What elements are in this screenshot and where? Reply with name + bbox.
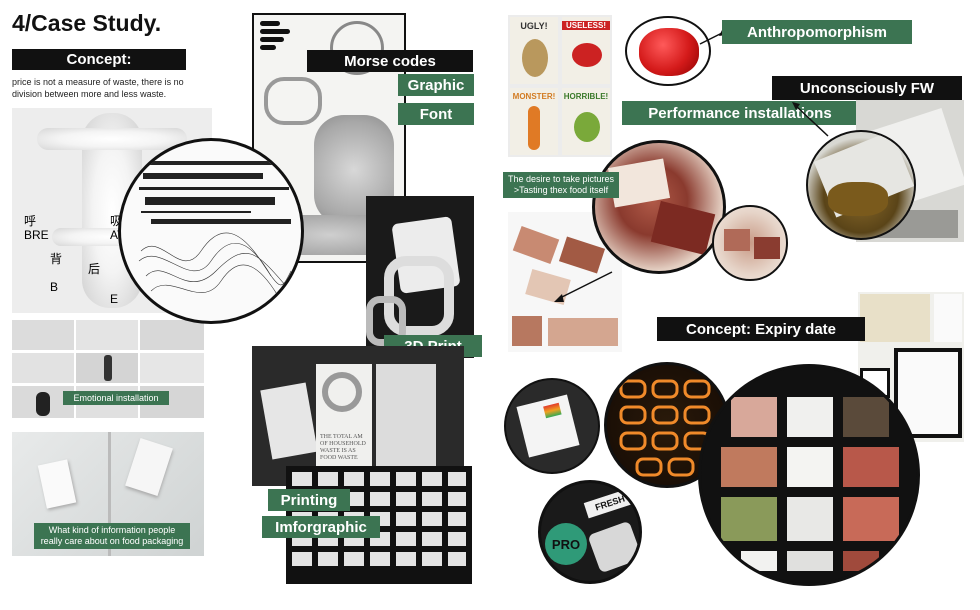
packaging-caption: What kind of information people really c… bbox=[34, 523, 190, 549]
expiry-label: Concept: Expiry date bbox=[657, 317, 865, 341]
box-circle bbox=[504, 378, 600, 474]
book-text: THE TOTAL AM OF HOUSEHOLD WASTE IS AS FO… bbox=[320, 434, 366, 461]
unconsciously-label: Unconsciously FW bbox=[772, 76, 962, 100]
glow-symbol-bar bbox=[37, 128, 187, 150]
page-title: 4/Case Study. bbox=[12, 10, 162, 36]
pepper-shape bbox=[574, 112, 600, 142]
panel-divider bbox=[108, 432, 111, 556]
knot-symbol bbox=[330, 21, 384, 75]
waveform-graphic bbox=[138, 161, 292, 302]
font-label: Font bbox=[398, 103, 474, 125]
installation-photo bbox=[140, 320, 204, 350]
poster-monster: MONSTER! bbox=[510, 88, 558, 155]
graphic-label: Graphic bbox=[398, 74, 474, 96]
expiry-poster bbox=[934, 294, 962, 342]
pictures-caption: The desire to take pictures >Tasting the… bbox=[503, 172, 619, 198]
poster-word-horrible: HORRIBLE! bbox=[563, 92, 609, 101]
knot-symbol bbox=[322, 372, 362, 412]
glyph-hou: 后 bbox=[88, 262, 101, 276]
emotional-installation-caption: Emotional installation bbox=[63, 391, 169, 405]
glyph-b: B bbox=[50, 280, 59, 294]
performance-label: Performance installations bbox=[622, 101, 858, 125]
concept-text: price is not a measure of waste, there i… bbox=[12, 77, 184, 99]
morse-dash bbox=[260, 29, 290, 34]
expiry-posters bbox=[858, 292, 964, 442]
tomato-circle bbox=[625, 16, 711, 86]
sticker-circle: PRO FRESH bbox=[538, 480, 642, 584]
marble-card bbox=[548, 318, 618, 346]
glyph-bei: 背 bbox=[50, 252, 63, 266]
fresh-sticker: FRESH bbox=[583, 487, 637, 519]
poster-word-useless: USELESS! bbox=[562, 21, 610, 30]
installation-photo bbox=[140, 353, 204, 383]
marble-circle-large bbox=[592, 140, 726, 274]
marble-card bbox=[754, 237, 780, 259]
food-grid bbox=[721, 397, 899, 571]
poster-word-ugly: UGLY! bbox=[520, 21, 548, 31]
book-page: THE TOTAL AM OF HOUSEHOLD WASTE IS AS FO… bbox=[316, 364, 372, 476]
glyph-hu: 呼 bbox=[24, 214, 37, 228]
printing-label: Printing bbox=[268, 489, 350, 511]
knot-symbol bbox=[264, 77, 322, 125]
marble-card bbox=[650, 200, 716, 256]
morse-dash bbox=[260, 45, 276, 50]
morse-codes-label: Morse codes bbox=[307, 50, 473, 72]
marble-card bbox=[512, 225, 560, 265]
marble-circle-small bbox=[712, 205, 788, 281]
installation-photo bbox=[12, 320, 74, 350]
poster-ugly: UGLY! bbox=[510, 17, 558, 84]
poster-useless: USELESS! bbox=[562, 17, 610, 84]
morse-dash bbox=[260, 37, 284, 42]
glyph-e: E bbox=[110, 292, 119, 306]
package-box bbox=[37, 459, 77, 509]
arrow-icon bbox=[554, 271, 613, 302]
potato-shape bbox=[522, 39, 548, 77]
carrot-shape bbox=[528, 106, 540, 150]
paper-sculpture bbox=[260, 382, 318, 460]
installation-photo bbox=[76, 320, 138, 350]
poster-word-monster: MONSTER! bbox=[512, 92, 556, 101]
installation-photo bbox=[12, 353, 74, 383]
infographic-label: Imforgraphic bbox=[262, 516, 380, 538]
tomato-shape bbox=[639, 28, 699, 76]
person-silhouette bbox=[36, 392, 50, 416]
vegetable-posters: UGLY! USELESS! MONSTER! HORRIBLE! bbox=[508, 15, 612, 157]
waveform-circle bbox=[118, 138, 304, 324]
book-photo: THE TOTAL AM OF HOUSEHOLD WASTE IS AS FO… bbox=[252, 346, 464, 486]
arrow-icon bbox=[792, 102, 829, 137]
book-page bbox=[376, 364, 436, 476]
print3d-photo bbox=[366, 196, 474, 358]
person-silhouette bbox=[104, 355, 112, 381]
marble-card bbox=[512, 316, 542, 346]
package-box bbox=[516, 394, 580, 458]
expiry-poster bbox=[860, 294, 930, 342]
installation-photo bbox=[76, 353, 138, 383]
food-grid-circle bbox=[698, 364, 920, 586]
morse-dash bbox=[260, 21, 280, 26]
poster-horrible: HORRIBLE! bbox=[562, 88, 610, 155]
concept-label: Concept: bbox=[12, 49, 186, 70]
food-waste bbox=[828, 182, 888, 216]
sticker-pile bbox=[587, 520, 639, 574]
pro-sticker: PRO bbox=[545, 523, 587, 565]
color-bar bbox=[543, 402, 562, 419]
anthropomorphism-label: Anthropomorphism bbox=[722, 20, 912, 44]
marble-card bbox=[724, 229, 750, 251]
glow-pattern bbox=[619, 379, 711, 477]
package-box bbox=[125, 437, 173, 497]
tomato-shape bbox=[572, 43, 602, 67]
glyph-bre: BRE bbox=[24, 228, 49, 242]
garbage-circle bbox=[806, 130, 916, 240]
